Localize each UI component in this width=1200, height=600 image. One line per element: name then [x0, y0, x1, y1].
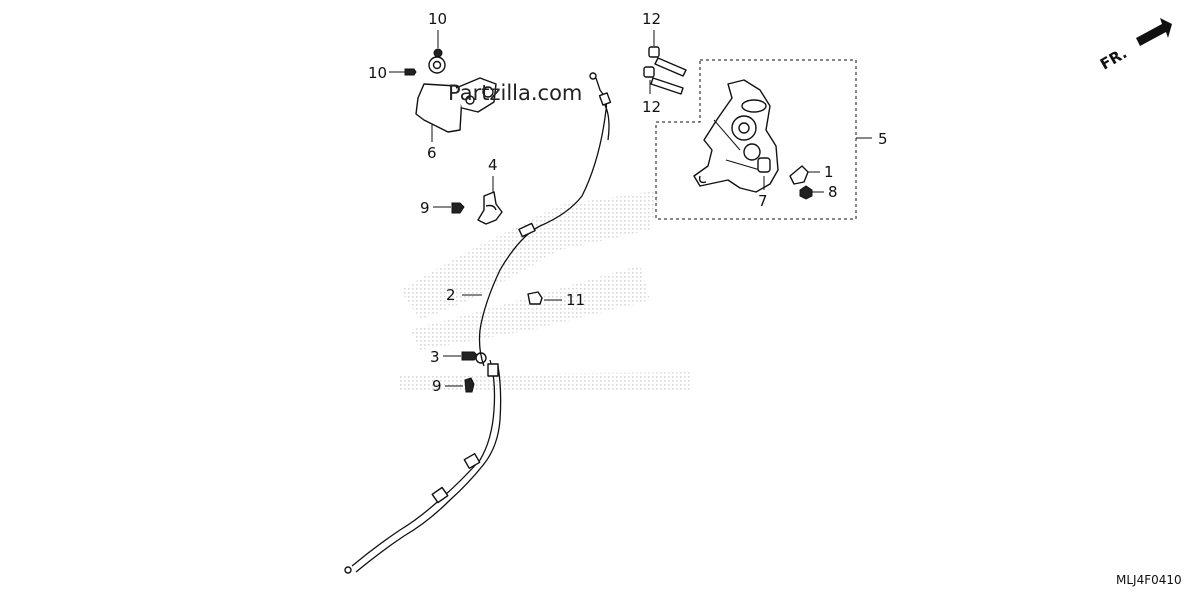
- callout-4: 4: [488, 156, 498, 174]
- callout-12-upper: 12: [642, 10, 661, 28]
- clamp-part-3: 3: [430, 348, 487, 366]
- callout-12-lower: 12: [642, 98, 661, 116]
- bolt-part-9-upper: 9: [420, 199, 465, 217]
- callout-1: 1: [824, 163, 834, 181]
- clip-part-1: 1: [789, 163, 834, 185]
- screw-part-10-top: 10: [428, 10, 447, 74]
- callout-6: 6: [427, 144, 437, 162]
- callout-2: 2: [446, 286, 456, 304]
- bolt-part-12-lower: 12: [642, 66, 684, 116]
- callout-7: 7: [758, 192, 768, 210]
- callout-10-left: 10: [368, 64, 387, 82]
- cover-part-6: 6: [415, 77, 497, 162]
- callout-8: 8: [828, 183, 838, 201]
- front-arrow-icon: [1136, 18, 1172, 46]
- callout-5: 5: [878, 130, 888, 148]
- callout-11: 11: [566, 291, 585, 309]
- callout-9-upper: 9: [420, 199, 430, 217]
- callout-3: 3: [430, 348, 440, 366]
- bolt-part-9-lower: 9: [432, 377, 475, 395]
- front-direction-indicator: FR.: [1097, 18, 1172, 73]
- callout-10-top: 10: [428, 10, 447, 28]
- lever-bracket: [693, 79, 779, 193]
- callout-9-lower: 9: [432, 377, 442, 395]
- direction-label: FR.: [1097, 44, 1130, 73]
- bracket-part-4: 4: [477, 156, 503, 225]
- diagram-code: MLJ4F0410: [1116, 573, 1182, 587]
- watermark-text: Partzilla.com: [448, 81, 582, 105]
- bolt-part-12-upper: 12: [642, 10, 687, 77]
- nut-part-8: 8: [799, 183, 838, 201]
- cable-part-2: 2: [344, 72, 612, 574]
- background-logo-pattern: [400, 190, 690, 392]
- screw-part-10-left: 10: [368, 64, 417, 82]
- collar-part-7: 7: [757, 157, 771, 210]
- clip-part-11: 11: [527, 291, 585, 309]
- lever-assembly-group: 5 7 1 8: [655, 59, 888, 220]
